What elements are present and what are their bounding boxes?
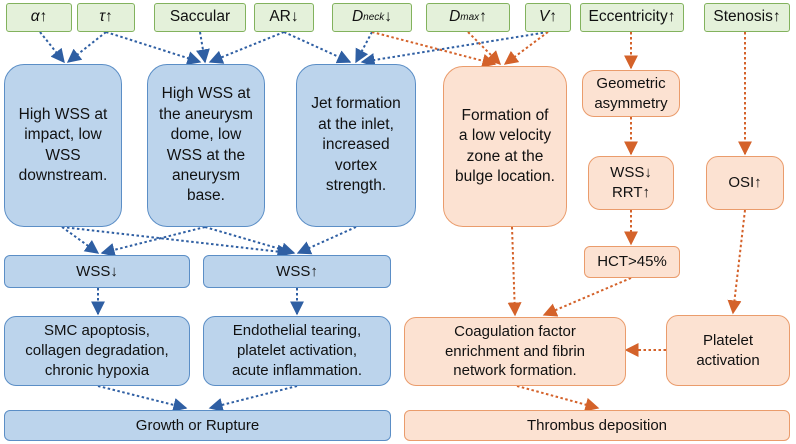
arrow-lowvel-to-coag [507, 226, 522, 317]
mechanism-wss-impact-text: High WSS at impact, low WSS downstream. [18, 105, 108, 184]
mechanism-geometric-text: Geometric asymmetry [594, 74, 668, 112]
param-dmax-arrow: ↑ [479, 8, 487, 26]
effect-coagulation: Coagulation factor enrichment and fibrin… [404, 317, 626, 386]
outcome-thrombus-text: Thrombus deposition [526, 416, 668, 434]
mechanism-hct-text: HCT>45% [597, 253, 667, 271]
mechanism-wss-impact: High WSS at impact, low WSS downstream. [4, 64, 122, 227]
arrow-v-to-lowvel [503, 31, 549, 65]
outcome-growth-rupture: Growth or Rupture [4, 410, 391, 441]
param-stenosis-label: Stenosis↑ [713, 8, 781, 26]
param-alpha: α↑ [6, 3, 72, 32]
mechanism-hct: HCT>45% [584, 246, 680, 278]
param-dmax-subscript: max [460, 11, 480, 23]
mechanism-jet: Jet formation at the inlet, increased vo… [296, 64, 416, 227]
arrow-alpha-to-impact [39, 31, 65, 64]
arrow-hct-to-coag [542, 277, 632, 317]
mechanism-osi-text: OSI↑ [728, 174, 762, 192]
arrow-endo-to-growth [208, 385, 298, 412]
effect-endothelial: Endothelial tearing, platelet activation… [203, 316, 391, 386]
arrow-jet-to-wssup [296, 226, 357, 255]
arrow-dneck-to-lowvel [371, 31, 497, 68]
arrow-coag-to-thrombus [516, 385, 600, 412]
effect-wss-down-text: WSS↓ [76, 262, 118, 280]
effect-wss-up: WSS↑ [203, 255, 391, 288]
param-ar: AR↓ [254, 3, 314, 32]
effect-wss-down: WSS↓ [4, 255, 190, 288]
arrow-impact-to-wssdown [61, 226, 100, 254]
arrow-impact-to-wssup [61, 226, 292, 259]
arrow-dome-to-wssup [204, 226, 296, 257]
effect-coagulation-text: Coagulation factor enrichment and fibrin… [444, 322, 586, 380]
mechanism-wss-dome: High WSS at the aneurysm dome, low WSS a… [147, 64, 265, 227]
effect-endothelial-text: Endothelial tearing, platelet activation… [231, 322, 363, 379]
arrow-tau-to-impact [66, 31, 107, 63]
effect-platelet: Platelet activation [666, 315, 790, 386]
param-stenosis: Stenosis↑ [704, 3, 790, 32]
param-alpha-label: α↑ [30, 8, 48, 26]
outcome-thrombus: Thrombus deposition [404, 410, 790, 441]
arrow-dome-to-wssdown [100, 226, 206, 257]
param-eccentricity-label: Eccentricity↑ [588, 8, 676, 26]
effect-smc: SMC apoptosis, collagen degradation, chr… [4, 316, 190, 386]
param-dneck-arrow: ↓ [384, 8, 393, 26]
effect-wss-up-text: WSS↑ [276, 262, 318, 280]
arrow-v-to-jet [360, 31, 549, 67]
param-dmax-symbol: D [449, 8, 461, 26]
param-dneck-symbol: D [351, 8, 364, 26]
mechanism-low-velocity-text: Formation of a low velocity zone at the … [455, 106, 555, 185]
effect-smc-text: SMC apoptosis, collagen degradation, chr… [25, 322, 169, 379]
arrow-saccular-to-dome [196, 31, 210, 64]
mechanism-low-velocity: Formation of a low velocity zone at the … [443, 66, 567, 227]
mechanism-jet-text: Jet formation at the inlet, increased vo… [311, 95, 401, 195]
param-dneck-subscript: neck [363, 11, 385, 23]
outcome-growth-rupture-text: Growth or Rupture [135, 416, 260, 434]
param-eccentricity: Eccentricity↑ [580, 3, 684, 32]
param-ar-label: AR↓ [269, 8, 299, 26]
arrow-smc-to-growth [97, 385, 188, 412]
mechanism-osi: OSI↑ [706, 156, 784, 210]
param-tau-label: τ↑ [99, 8, 113, 26]
arrow-tau-to-dome [105, 31, 202, 65]
param-saccular-label: Saccular [169, 8, 231, 26]
mechanism-wss-dome-text: High WSS at the aneurysm dome, low WSS a… [159, 85, 253, 205]
arrow-dmax-to-lowvel [467, 31, 501, 65]
arrow-dneck-to-jet [355, 31, 373, 64]
param-v-label: V↑ [538, 8, 558, 26]
mechanism-wss-rrt: WSS↓ RRT↑ [588, 156, 674, 210]
arrow-ar-to-jet [283, 31, 352, 64]
effect-platelet-text: Platelet activation [696, 331, 760, 369]
arrow-osi-to-platelet [727, 209, 746, 315]
param-saccular: Saccular [154, 3, 246, 32]
param-tau: τ↑ [77, 3, 135, 32]
mechanism-wss-rrt-text: WSS↓ RRT↑ [610, 164, 652, 201]
arrow-ar-to-dome [208, 31, 285, 64]
mechanism-geometric: Geometric asymmetry [582, 70, 680, 117]
param-v: V↑ [525, 3, 571, 32]
